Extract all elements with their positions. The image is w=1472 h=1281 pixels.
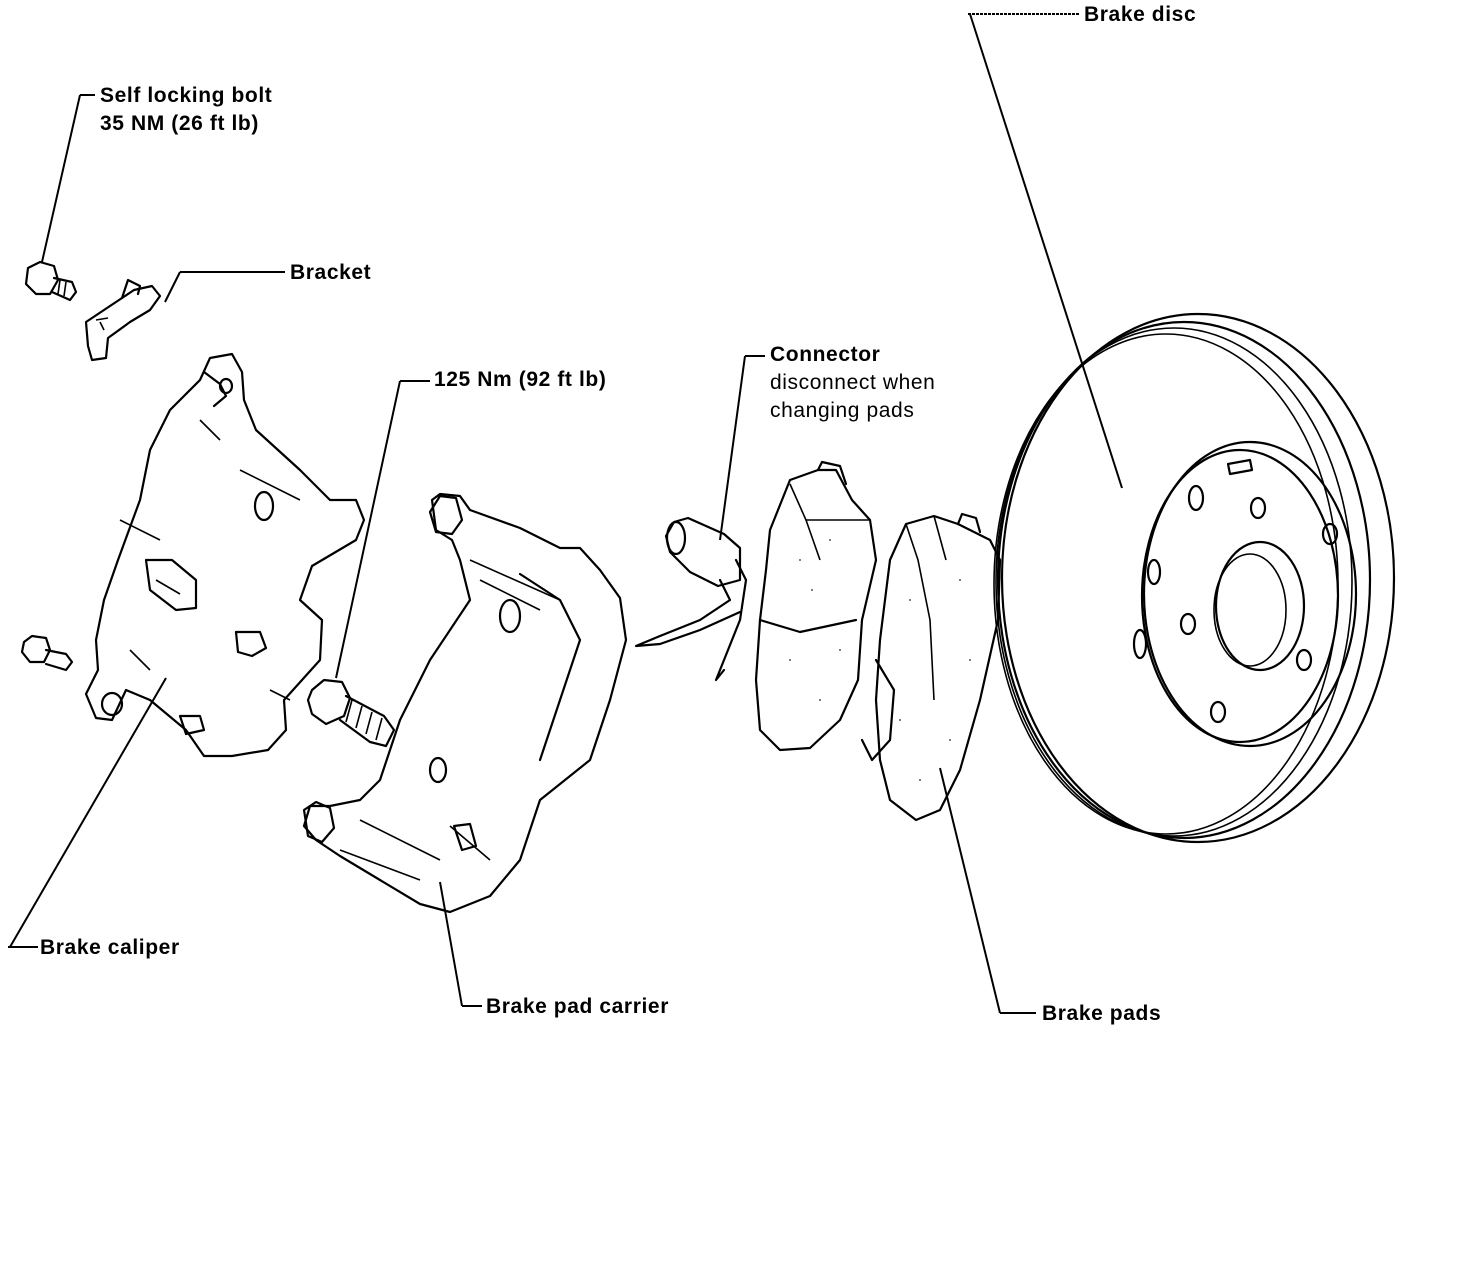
label-bracket: Bracket: [290, 261, 372, 284]
brake-pads-drawing: [754, 460, 1002, 822]
label-connector-note-1: disconnect when: [770, 371, 936, 394]
carrier-bolt-drawing: [306, 678, 396, 748]
brake-disc-drawing: [993, 312, 1396, 844]
disc-bolt-holes: [1132, 458, 1339, 724]
leader-lines: [8, 13, 1123, 1014]
label-brake-caliper: Brake caliper: [40, 936, 180, 959]
caliper-bolt-drawing: [20, 634, 74, 672]
brake-pad-carrier-drawing: [302, 492, 628, 914]
pad-friction-speckle: [789, 539, 971, 781]
label-brake-pad-carrier: Brake pad carrier: [486, 995, 669, 1018]
label-self-locking-bolt-torque: 35 NM (26 ft lb): [100, 112, 259, 135]
label-connector-note-2: changing pads: [770, 399, 915, 422]
label-brake-disc: Brake disc: [1084, 3, 1197, 26]
connector-drawing: [634, 516, 748, 682]
bracket-drawing: [84, 278, 162, 362]
label-carrier-bolt-torque: 125 Nm (92 ft lb): [434, 368, 607, 391]
label-brake-pads: Brake pads: [1042, 1002, 1162, 1025]
self-locking-bolt-drawing: [24, 260, 78, 302]
label-self-locking-bolt: Self locking bolt: [100, 84, 273, 107]
brake-caliper-drawing: [84, 352, 366, 758]
label-connector: Connector: [770, 343, 881, 366]
